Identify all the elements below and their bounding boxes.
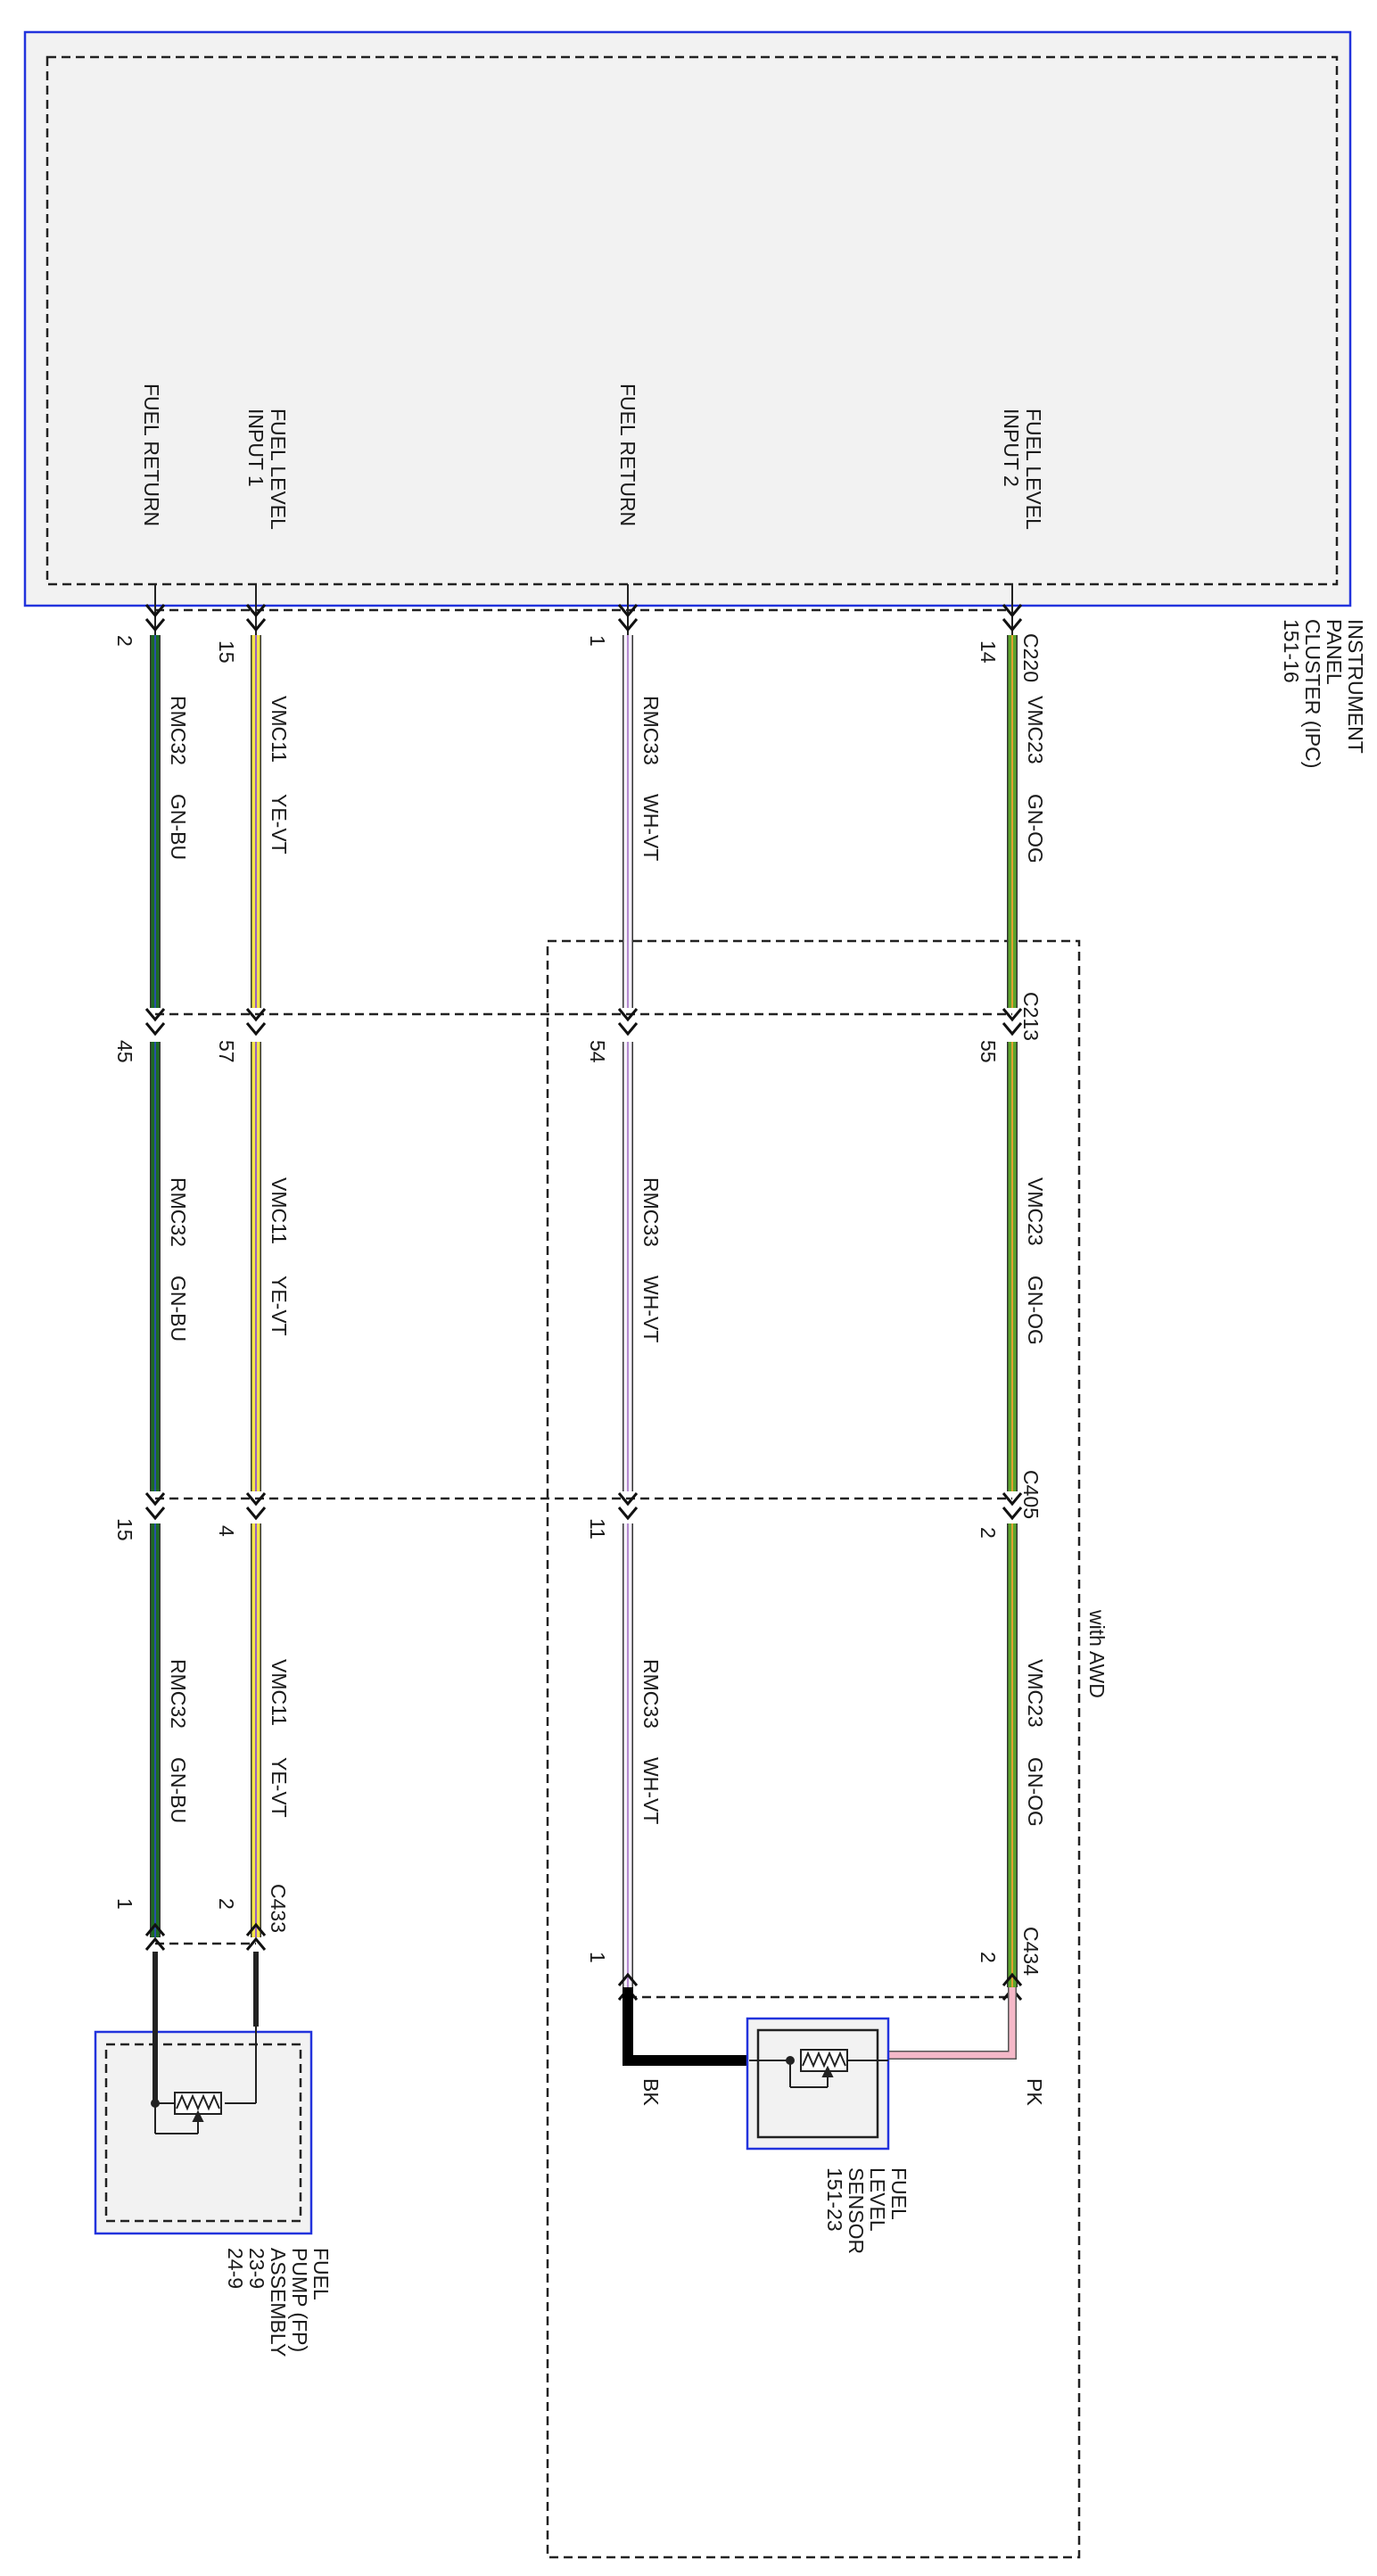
pin-marker [144,1492,166,1507]
wire-labels: RMC32GN-BURMC32GN-BURMC32GN-BUVMC11YE-VT… [167,696,1047,1827]
pin-marker [144,1008,166,1022]
wire-circuit-label: RMC33 [639,1659,663,1729]
wire-circuit-label: RMC32 [167,1659,190,1729]
pin-number: 15 [113,1518,136,1541]
pin-number: 54 [586,1040,609,1063]
sensor-wire-bk-label: BK [639,2078,663,2106]
wire-color-label: WH-VT [639,794,663,861]
pin-marker [245,1936,267,1951]
pin-number: 2 [113,635,136,647]
pin-number: 14 [977,640,1000,664]
ipc-pin-label-fuel-level-input-1: FUEL LEVELINPUT 1 [244,409,290,530]
pin-marker [1002,1022,1023,1036]
awd-label: with AWD [1085,1609,1109,1698]
wire-color-label: YE-VT [268,1757,291,1818]
wire-color-label: GN-OG [1024,1276,1047,1345]
pin-marker [245,1008,267,1022]
pin-number: 45 [113,1040,136,1063]
wire-circuit-label: RMC32 [167,1177,190,1247]
wire-circuit-label: RMC33 [639,696,663,765]
pin-number: 2 [215,1898,238,1910]
wire-color-label: YE-VT [268,1276,291,1336]
wire-segments [150,584,1018,1987]
wire-circuit-label: VMC11 [268,1177,291,1244]
pin-number: 2 [977,1527,1000,1539]
pin-marker [144,1922,166,1936]
wire-color-label: GN-BU [167,1276,190,1342]
pin-marker [617,1492,639,1507]
pin-marker [617,1022,639,1036]
ipc-module [23,30,1352,607]
pin-marker [1002,1492,1023,1507]
pin-marker [617,1008,639,1022]
wire-circuit-label: RMC32 [167,696,190,765]
pin-number: 1 [586,635,609,647]
pin-marker [617,604,639,618]
connector-c213-label: C213 [1019,992,1043,1041]
wire-color-label: YE-VT [268,794,291,855]
pin-marker [245,1507,267,1521]
pin-marker [144,1022,166,1036]
wire-color-label: WH-VT [639,1276,663,1342]
awd-region-boundary [546,939,1081,2559]
pin-marker [617,1507,639,1521]
ipc-pin-label-fuel-return-2: FUEL RETURN [616,384,639,526]
pin-marker [1002,1972,1023,1986]
pin-markers [144,604,1023,2001]
pin-marker [1002,1507,1023,1521]
pin-number: 55 [977,1040,1000,1063]
pin-marker [144,604,166,618]
connector-c220-label: C220 [1019,633,1043,682]
pin-marker [144,1936,166,1951]
pin-number: 11 [586,1518,609,1540]
pin-number: 4 [215,1525,238,1537]
wire-circuit-label: VMC11 [268,696,291,763]
pin-marker [617,1972,639,1986]
wire-circuit-label: VMC11 [268,1659,291,1726]
wire-circuit-label: RMC33 [639,1177,663,1247]
wire-color-label: GN-OG [1024,1757,1047,1827]
pin-marker [144,1507,166,1521]
pin-number: 15 [215,640,238,664]
pin-number: 1 [586,1952,609,1963]
ipc-title: INSTRUMENT PANEL CLUSTER (IPC) 151-16 [1280,619,1367,774]
pin-marker [245,1022,267,1036]
wire-circuit-label: VMC23 [1024,1177,1047,1246]
wire-color-label: GN-OG [1024,794,1047,863]
pin-number: 2 [977,1952,1000,1963]
pin-marker [1002,618,1023,632]
wire-circuit-label: VMC23 [1024,1659,1047,1728]
pin-number: 1 [113,1898,136,1910]
fuel-level-sensor [623,1987,1017,2151]
fuel-pump-assembly [94,1952,313,2235]
pump-rheostat-icon [151,1952,259,2134]
connector-c434-label: C434 [1019,1927,1043,1976]
wire-circuit-label: VMC23 [1024,696,1047,764]
pin-marker [1002,604,1023,618]
pin-marker [245,1492,267,1507]
pin-marker [245,604,267,618]
connector-c405-label: C405 [1019,1470,1043,1519]
sensor-rheostat-icon [749,2049,888,2088]
fuel-pump-title: FUEL PUMP (FP) ASSEMBLY 23-9 24-9 [224,2248,333,2362]
pin-marker [144,618,166,632]
fuel-level-sensor-title: FUEL LEVEL SENSOR 151-23 [823,2167,911,2260]
pin-number: 57 [215,1040,238,1063]
wire-color-label: WH-VT [639,1757,663,1824]
ipc-pin-label-fuel-level-input-2: FUEL LEVELINPUT 2 [1000,409,1045,530]
pin-marker [617,618,639,632]
sensor-wire-pk-label: PK [1023,2078,1046,2106]
pin-numbers: 2 15 1 14 45 57 54 55 15 4 11 2 1 2 1 2 [113,635,1000,1963]
pin-marker [245,618,267,632]
pin-marker [245,1922,267,1936]
connector-c433-label: C433 [267,1884,290,1933]
wire-color-label: GN-BU [167,1757,190,1823]
pin-marker [1002,1008,1023,1022]
ipc-pin-label-fuel-return-1: FUEL RETURN [140,384,163,526]
wire-color-label: GN-BU [167,794,190,860]
